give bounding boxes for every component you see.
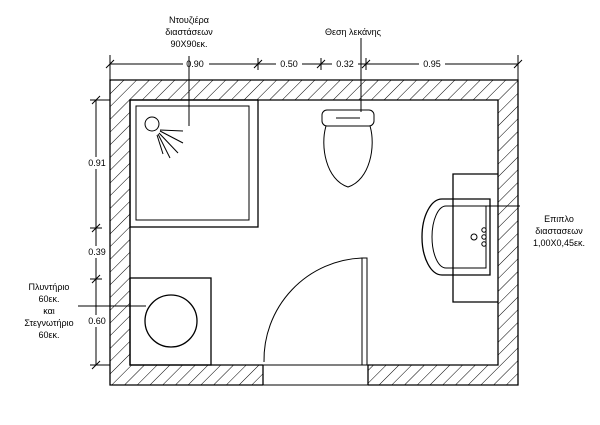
washer-label-line3: και (43, 306, 55, 316)
washer-dryer (129, 277, 212, 366)
top-dimension-line (105, 55, 523, 80)
dim-left-gap: 0.39 (88, 247, 106, 257)
toilet-label: Θεση λεκάνης (325, 27, 382, 37)
dim-top-gap: 0.50 (280, 59, 298, 69)
washer-label-line4: Στεγνωτήριο (24, 318, 73, 328)
shower (129, 99, 259, 228)
door (258, 257, 373, 388)
sink-basin (421, 198, 491, 276)
shower-label-line1: Ντουζιέρα (169, 15, 209, 25)
dim-left-washer: 0.60 (88, 316, 106, 326)
vanity-label-line3: 1,00Χ0,45εκ. (533, 238, 585, 248)
shower-label-line3: 90Χ90εκ. (170, 39, 207, 49)
dim-top-toilet: 0.32 (336, 59, 354, 69)
walls (109, 79, 519, 386)
washer-label-line5: 60εκ. (38, 330, 59, 340)
vanity-label-line2: διαστασεων (535, 226, 583, 236)
dim-top-shower: 0.90 (186, 59, 204, 69)
door-leaf (361, 257, 368, 366)
vanity-label-line1: Επιπλο (544, 214, 574, 224)
toilet (321, 109, 375, 188)
shower-head-icon (144, 116, 160, 132)
left-dimension-line (90, 95, 110, 370)
dim-top-right: 0.95 (423, 59, 441, 69)
washer-label-line2: 60εκ. (38, 294, 59, 304)
washer-label-line1: Πλυντήριο (29, 282, 70, 292)
washer-drum-icon (144, 294, 198, 348)
vanity (421, 173, 498, 303)
shower-label-line2: διαστάσεων (165, 27, 213, 37)
faucet-icon (470, 233, 478, 241)
door-swing-arc (263, 257, 363, 363)
dim-left-shower: 0.91 (88, 158, 106, 168)
